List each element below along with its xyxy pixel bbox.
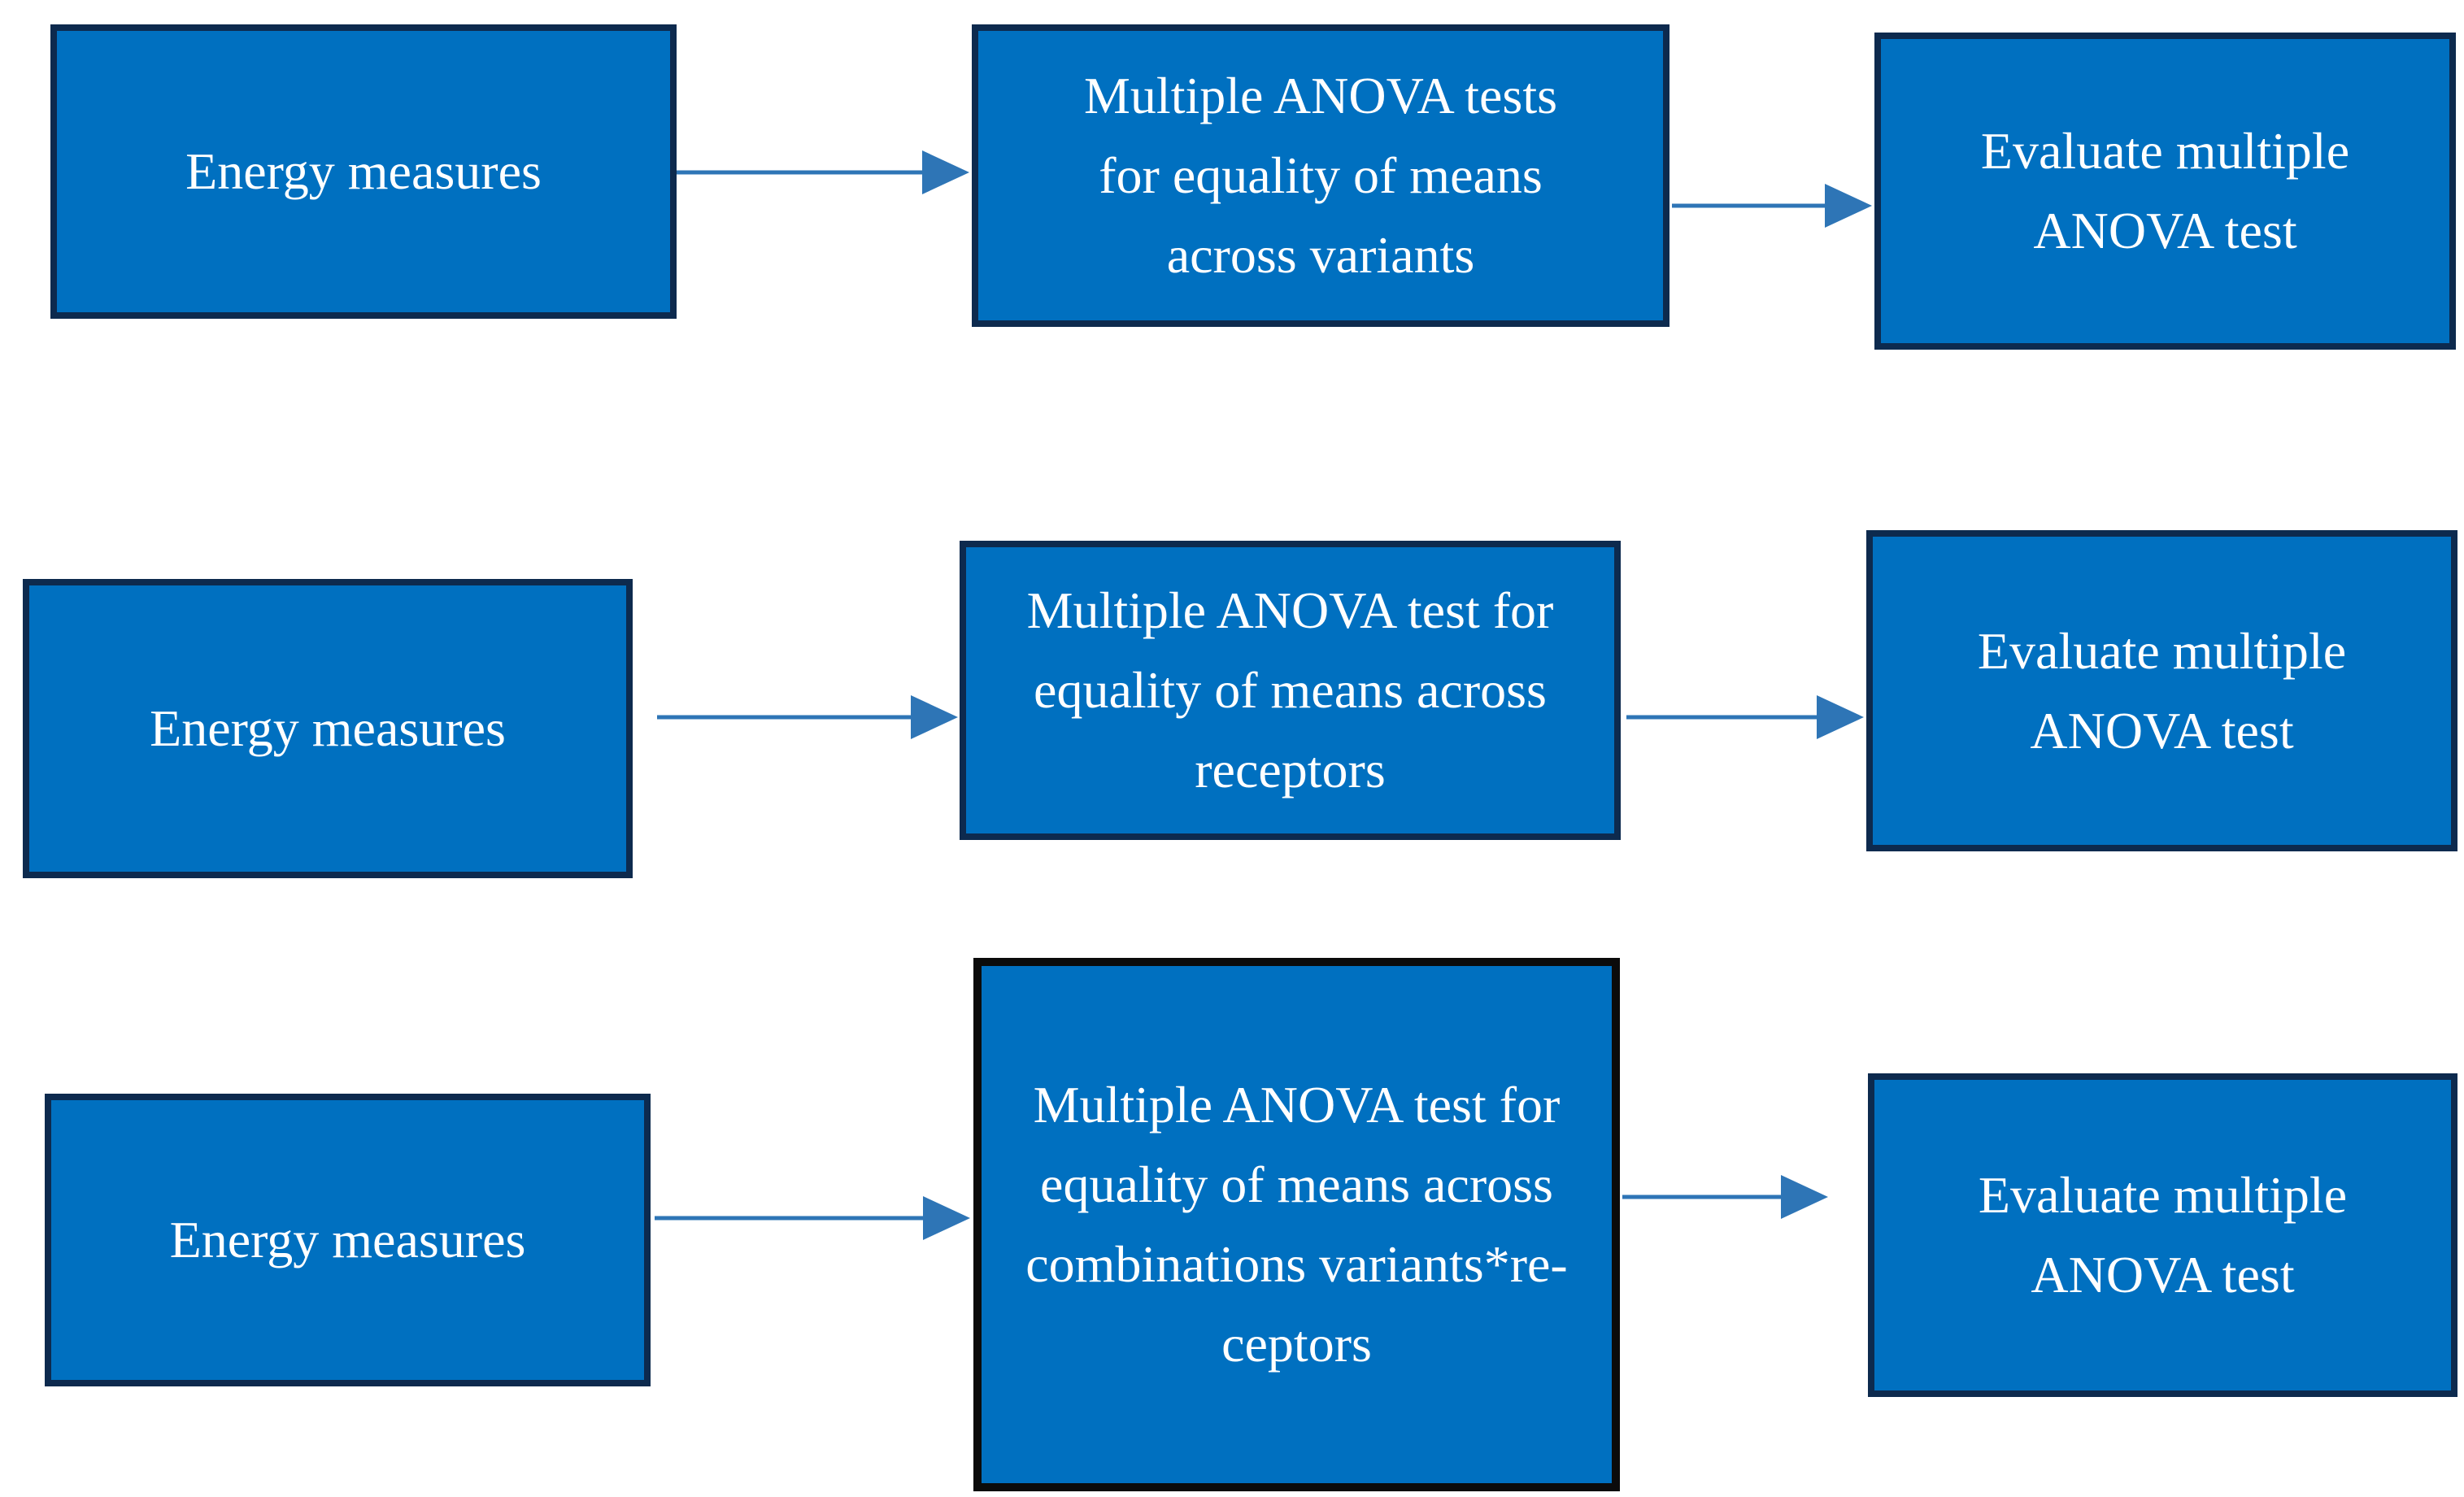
arrow-head-icon <box>923 1196 970 1240</box>
box-label: Multiple ANOVA test for equality of mean… <box>1026 581 1554 799</box>
box-label: Evaluate multiple ANOVA test <box>1977 621 2347 759</box>
arrow-head-icon <box>911 695 958 739</box>
arrow-head-icon <box>1817 695 1864 739</box>
flow-arrow-1a <box>677 150 969 194</box>
flow-arrow-2a <box>657 695 958 739</box>
flow-arrow-1b <box>1672 184 1872 228</box>
flow-arrow-3b <box>1622 1175 1828 1219</box>
box-evaluate-anova-3: Evaluate multiple ANOVA test <box>1868 1073 2457 1397</box>
arrow-shaft <box>1672 203 1831 208</box>
box-energy-measures-3: Energy measures <box>45 1094 651 1386</box>
arrow-shaft <box>657 715 917 720</box>
box-evaluate-anova-1: Evaluate multiple ANOVA test <box>1874 33 2456 350</box>
arrow-shaft <box>1626 715 1823 720</box>
box-label: Multiple ANOVA test for equality of mean… <box>1025 1076 1568 1373</box>
arrow-head-icon <box>922 150 969 194</box>
arrow-head-icon <box>1825 184 1872 228</box>
box-label: Evaluate multiple ANOVA test <box>1980 122 2350 259</box>
box-energy-measures-1: Energy measures <box>50 24 677 319</box>
box-label: Evaluate multiple ANOVA test <box>1978 1166 2348 1303</box>
arrow-shaft <box>677 170 929 175</box>
arrow-shaft <box>1622 1195 1787 1199</box>
box-label: Multiple ANOVA tests for equality of mea… <box>1084 67 1557 284</box>
flow-arrow-2b <box>1626 695 1864 739</box>
box-evaluate-anova-2: Evaluate multiple ANOVA test <box>1866 530 2457 851</box>
arrow-shaft <box>655 1216 929 1221</box>
box-anova-receptors: Multiple ANOVA test for equality of mean… <box>960 541 1621 840</box>
box-label: Energy measures <box>150 699 506 757</box>
box-label: Energy measures <box>185 142 542 200</box>
box-label: Energy measures <box>169 1211 526 1269</box>
flow-arrow-3a <box>655 1196 970 1240</box>
box-energy-measures-2: Energy measures <box>23 579 633 878</box>
box-anova-combinations: Multiple ANOVA test for equality of mean… <box>973 958 1620 1491</box>
arrow-head-icon <box>1781 1175 1828 1219</box>
box-anova-variants: Multiple ANOVA tests for equality of mea… <box>972 24 1670 327</box>
